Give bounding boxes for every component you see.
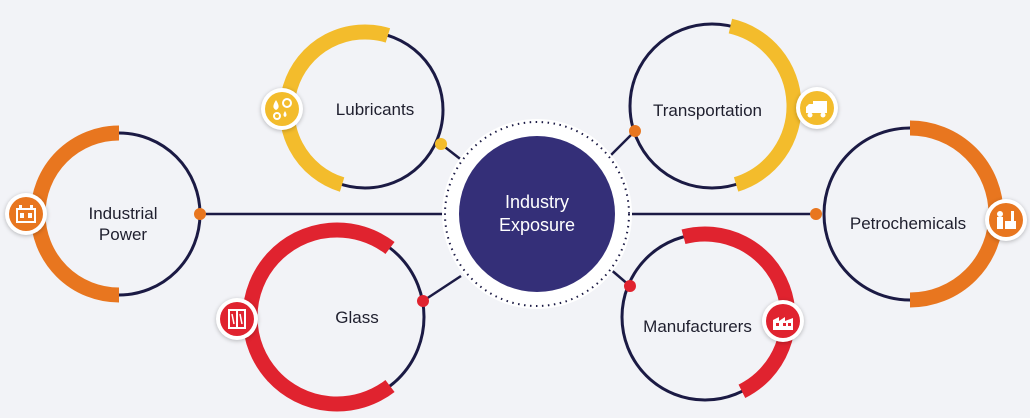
connector-glass — [422, 274, 462, 303]
connector-transportation — [606, 130, 636, 160]
node-label-glass: Glass — [335, 308, 379, 327]
badge-petrochemicals — [985, 199, 1027, 241]
center-title-line2: Exposure — [498, 215, 576, 235]
center-title: Industry Exposure — [477, 191, 597, 237]
delivery-truck-icon — [800, 91, 834, 125]
factory-icon — [766, 304, 800, 338]
dot-petrochemicals — [810, 208, 822, 220]
refinery-icon — [989, 203, 1023, 237]
badge-lubricants — [261, 88, 303, 130]
badge-transportation — [796, 87, 838, 129]
center-hub-inner — [459, 136, 615, 292]
node-label-industrial-power-line1: Industrial — [88, 204, 158, 223]
dot-lubricants — [435, 138, 447, 150]
badge-industrial-power — [5, 193, 47, 235]
node-label-petrochemicals: Petrochemicals — [849, 214, 967, 233]
node-label-industrial-power: Industrial Power — [68, 203, 178, 245]
node-label-industrial-power-line2: Power — [98, 225, 148, 244]
dot-transportation — [629, 125, 641, 137]
node-label-manufacturers: Manufacturers — [643, 317, 752, 336]
center-title-line1: Industry — [504, 192, 570, 212]
dot-industrial-power — [194, 208, 206, 220]
badge-manufacturers — [762, 300, 804, 342]
glass-window-icon — [220, 302, 254, 336]
connector-dots — [194, 125, 822, 307]
node-label-transportation: Transportation — [653, 101, 762, 120]
ring-transportation — [628, 18, 802, 192]
power-plant-icon — [9, 197, 43, 231]
dot-manufacturers — [624, 280, 636, 292]
node-label-lubricants: Lubricants — [335, 100, 415, 119]
dot-glass — [417, 295, 429, 307]
oil-drops-gear-icon — [265, 92, 299, 126]
badge-glass — [216, 298, 258, 340]
center-hub — [442, 119, 632, 309]
